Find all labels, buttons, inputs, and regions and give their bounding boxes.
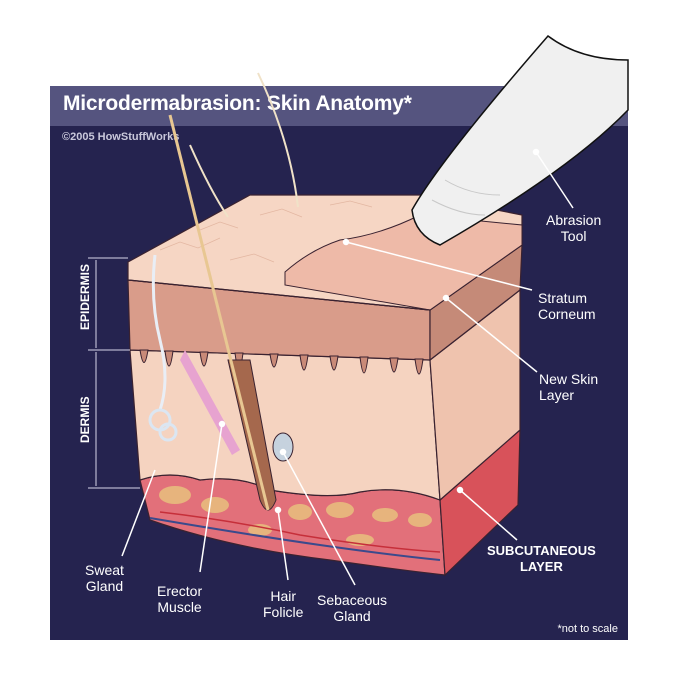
sebaceous-gland bbox=[272, 432, 294, 462]
sweat-gland-label: Sweat Gland bbox=[85, 562, 124, 594]
sweat-gland-duct bbox=[151, 254, 167, 411]
stratum-corneum-label: Stratum Corneum bbox=[538, 290, 596, 322]
not-to-scale-footnote: *not to scale bbox=[557, 623, 618, 635]
layer-bracket bbox=[88, 257, 140, 489]
abrasion-tool-icon bbox=[411, 34, 629, 246]
epidermis-label: EPIDERMIS bbox=[78, 263, 92, 330]
abrasion-tool-label: Abrasion Tool bbox=[546, 212, 602, 244]
diagram-title: Microdermabrasion: Skin Anatomy* bbox=[63, 92, 412, 115]
erector-muscle-label: Erector Muscle bbox=[157, 583, 203, 615]
subcutaneous-layer-label: SUBCUTANEOUS LAYER bbox=[487, 543, 596, 574]
sebaceous-gland-label: Sebaceous Gland bbox=[317, 592, 388, 624]
copyright-notice: ©2005 HowStuffWorks bbox=[62, 131, 180, 143]
dermis-front bbox=[129, 349, 441, 501]
leader-lines bbox=[121, 148, 574, 586]
new-skin-layer-label: New Skin Layer bbox=[539, 371, 599, 403]
blood-vessel bbox=[149, 517, 441, 561]
hair-folicle-label: Hair Folicle bbox=[263, 588, 304, 620]
erector-muscle bbox=[180, 350, 240, 455]
hair-shaft bbox=[168, 114, 270, 511]
dermis-label: DERMIS bbox=[78, 396, 92, 443]
